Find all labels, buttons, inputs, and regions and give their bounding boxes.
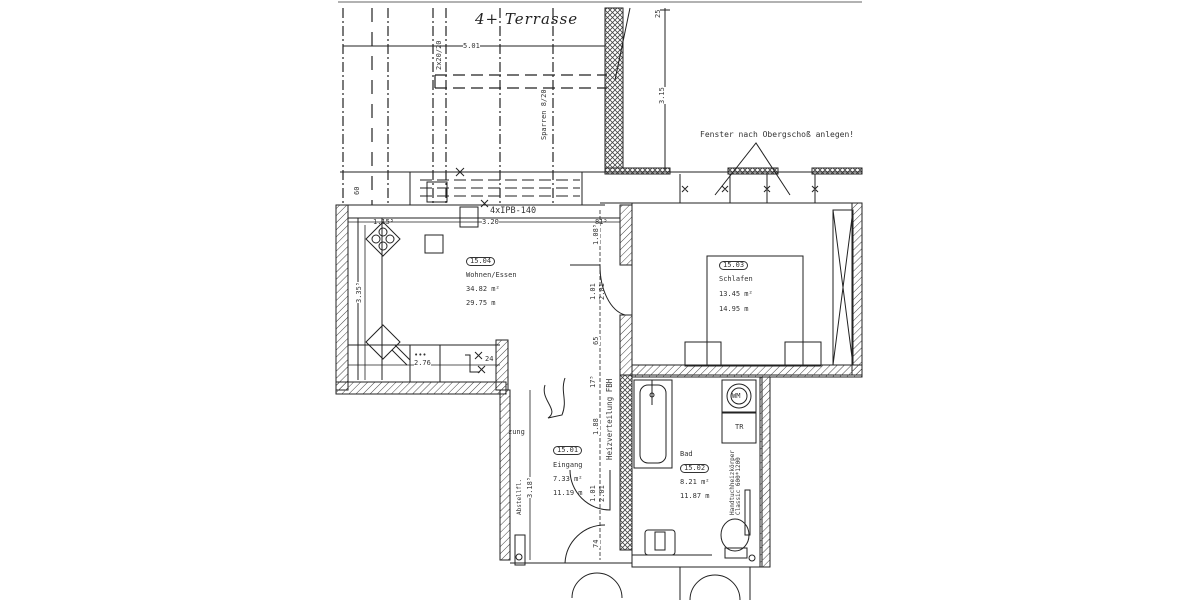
upper-exterior-wall bbox=[600, 142, 863, 204]
wardrobe bbox=[832, 209, 854, 366]
rafter-label: Sparren 8/20 bbox=[540, 89, 548, 140]
bedroom-south-wall bbox=[631, 364, 863, 378]
stove-dots: ••• bbox=[414, 351, 427, 359]
terrace-wall bbox=[604, 7, 624, 169]
room-area: 34.82 m² bbox=[466, 285, 500, 293]
dim-201a: 2.01 bbox=[598, 283, 606, 300]
dim-335: 3.35⁵ bbox=[355, 281, 363, 303]
dim-320: 3.20 bbox=[482, 218, 499, 226]
dim-188: 1.88 bbox=[592, 418, 600, 435]
room-perimeter: 29.75 m bbox=[466, 299, 496, 307]
entrance-door bbox=[571, 572, 623, 599]
handwritten-note: 4+ Terrasse bbox=[475, 10, 579, 28]
room-id: 15.02 bbox=[680, 464, 710, 473]
door-living-east bbox=[599, 264, 626, 316]
dim-top: 5.01 bbox=[463, 42, 480, 50]
dim-101a: 1.01 bbox=[589, 283, 597, 300]
living-east-wall-lower bbox=[619, 314, 633, 376]
living-south-wall bbox=[335, 381, 507, 395]
hall-door-swing bbox=[543, 377, 566, 419]
beam-zone bbox=[340, 167, 605, 208]
bathtub bbox=[633, 379, 673, 469]
room-perimeter: 11.87 m bbox=[680, 492, 710, 500]
dim-175: 17⁵ bbox=[589, 375, 597, 388]
room-id: 15.01 bbox=[553, 446, 583, 455]
kitchen-fixtures bbox=[348, 206, 500, 382]
window-note: Fenster nach Obergschoß anlegen! bbox=[700, 130, 855, 139]
room-name: Schlafen bbox=[719, 275, 753, 283]
hall-east-wall bbox=[619, 374, 633, 551]
dim-60: 60 bbox=[353, 186, 361, 195]
dim-corner: 25 bbox=[654, 9, 662, 18]
room-id: 15.03 bbox=[719, 261, 749, 270]
room-name: Wohnen/Essen bbox=[466, 271, 517, 279]
heating-label: Heizverteilung FBH bbox=[605, 378, 614, 460]
dim-108: 1.08⁵ bbox=[592, 223, 600, 245]
living-west-wall bbox=[335, 204, 349, 391]
dim-276: 2.76 bbox=[414, 359, 431, 367]
washer-dryer bbox=[721, 379, 757, 444]
room-area: 7.33 m² bbox=[553, 475, 583, 483]
washer-label: WM bbox=[732, 392, 741, 400]
dim-74: 74 bbox=[592, 539, 600, 548]
toilet-sink bbox=[632, 489, 756, 562]
dim-65: 65 bbox=[592, 336, 600, 345]
room-perimeter: 11.19 m bbox=[553, 489, 583, 497]
room-name: Eingang bbox=[553, 461, 583, 469]
room-area: 13.45 m² bbox=[719, 290, 753, 298]
dim-201b: 2.01 bbox=[598, 485, 606, 502]
dim-24: 24 bbox=[485, 355, 494, 363]
dim-101b: 1.01 bbox=[589, 485, 597, 502]
bedroom-outline bbox=[631, 202, 863, 376]
room-area: 8.21 m² bbox=[680, 478, 710, 486]
hall-west-wall bbox=[499, 389, 511, 561]
room-name: Bad bbox=[680, 450, 693, 458]
dryer-label: TR bbox=[735, 423, 744, 431]
beam-label: 2x20/20 bbox=[435, 40, 443, 70]
dim-height: 3.15 bbox=[658, 87, 666, 104]
dim-318: 3.18⁵ bbox=[526, 476, 534, 498]
dim-115: 1.15⁵ bbox=[373, 218, 395, 226]
bathroom-east-wall bbox=[759, 376, 771, 568]
terrace-grid-lines bbox=[342, 8, 607, 205]
dim-815: 81⁵ bbox=[595, 218, 608, 226]
room-perimeter: 14.95 m bbox=[719, 305, 749, 313]
door-hall-east bbox=[569, 469, 611, 511]
storage-label: Abstellfl. bbox=[516, 478, 523, 515]
steel-beam-label: 4xIPB-140 bbox=[490, 206, 537, 216]
towel-rail-label: Handtuchheizkörper Classic 600*1200 bbox=[729, 449, 742, 515]
room-id: 15.04 bbox=[466, 257, 496, 266]
living-east-wall-upper bbox=[619, 204, 633, 266]
bed bbox=[684, 255, 822, 367]
partial-label: zung bbox=[508, 428, 525, 436]
